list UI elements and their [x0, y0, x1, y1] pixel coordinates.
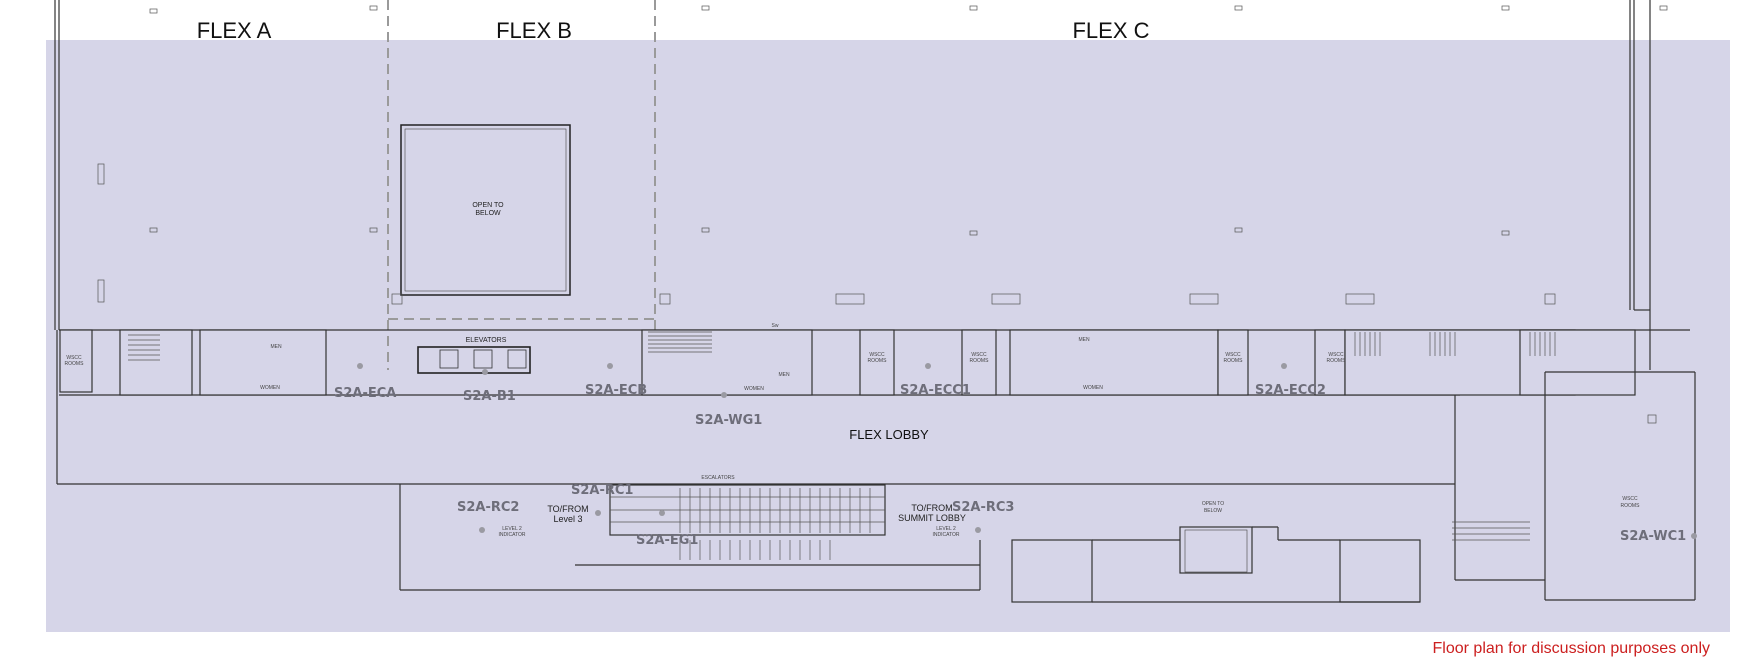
zone-label-s2a-eg1: S2A-EG1: [636, 533, 698, 548]
location-dots: [357, 363, 1697, 539]
open-to-below-label: OPEN TO: [472, 202, 504, 209]
women-label-3: WOMEN: [1083, 385, 1103, 391]
zone-label-s2a-ecc2: S2A-ECC2: [1255, 383, 1326, 398]
level-indicator-right-2: INDICATOR: [932, 532, 959, 538]
elevators-label: ELEVATORS: [466, 337, 507, 344]
wscc-label-5a: WSCC: [1328, 352, 1344, 358]
open-to-below-upper: OPEN TO BELOW: [400, 124, 571, 296]
wscc-label-2b: ROOMS: [868, 358, 888, 364]
wscc-label-6a: WSCC: [1622, 496, 1638, 502]
disclaimer: Floor plan for discussion purposes only: [1432, 640, 1710, 657]
zone-label-s2a-rc3: S2A-RC3: [952, 500, 1014, 515]
hall-title-flex-a: FLEX A: [197, 18, 272, 43]
men-label-1: MEN: [270, 344, 282, 350]
wscc-label-3b: ROOMS: [970, 358, 990, 364]
open-to-below-lower-label: OPEN TO: [1202, 501, 1224, 507]
flex-lobby-label: FLEX LOBBY: [849, 427, 929, 442]
wscc-label-1b: ROOMS: [65, 361, 85, 367]
to-from-summit-label-2: SUMMIT LOBBY: [898, 513, 966, 523]
sw-label: Sw: [772, 323, 779, 329]
women-label-2: WOMEN: [744, 386, 764, 392]
wscc-label-2a: WSCC: [869, 352, 885, 358]
wscc-label-4b: ROOMS: [1224, 358, 1244, 364]
men-label-2: MEN: [778, 372, 790, 378]
zone-label-s2a-ecb: S2A-ECB: [585, 383, 647, 398]
lobby-walls: WSCC ROOMS: [56, 330, 1696, 603]
wscc-label-6b: ROOMS: [1621, 503, 1641, 509]
wscc-label-5b: ROOMS: [1327, 358, 1347, 364]
open-to-below-label-2: BELOW: [475, 210, 501, 217]
wscc-label-3a: WSCC: [971, 352, 987, 358]
escalators: ESCALATORS: [575, 475, 980, 566]
flex-b-boundary: [387, 0, 656, 370]
zone-label-s2a-rc1: S2A-RC1: [571, 483, 633, 498]
to-from-summit-label: TO/FROM: [911, 503, 952, 513]
column-markers: [97, 5, 1668, 303]
service-core: ELEVATORS MEN WOMEN MEN WOMEN MEN WOMEN …: [59, 323, 1690, 396]
open-to-below-lower-label-2: BELOW: [1204, 508, 1222, 514]
level-indicator-right: LEVEL 2: [936, 526, 956, 532]
zone-label-s2a-b1: S2A-B1: [463, 389, 516, 404]
zone-label-s2a-rc2: S2A-RC2: [457, 500, 519, 515]
hall-title-flex-c: FLEX C: [1072, 18, 1149, 43]
to-from-level3-label-2: Level 3: [553, 514, 582, 524]
zone-label-s2a-wc1: S2A-WC1: [1620, 529, 1686, 544]
wscc-label-4a: WSCC: [1225, 352, 1241, 358]
level-indicator-left-2: INDICATOR: [498, 532, 525, 538]
open-to-below-lower: OPEN TO BELOW: [1184, 501, 1248, 573]
hall-title-flex-b: FLEX B: [496, 18, 572, 43]
escalators-label: ESCALATORS: [701, 475, 735, 481]
zone-label-s2a-wg1: S2A-WG1: [695, 413, 762, 428]
to-from-level3-label: TO/FROM: [547, 504, 588, 514]
zone-label-s2a-eca: S2A-ECA: [334, 386, 396, 401]
wscc-label-1a: WSCC: [66, 355, 82, 361]
women-label-1: WOMEN: [260, 385, 280, 391]
level-indicator-left: LEVEL 2: [502, 526, 522, 532]
men-label-3: MEN: [1078, 337, 1090, 343]
zone-label-s2a-ecc1: S2A-ECC1: [900, 383, 971, 398]
wall-fixtures: [391, 293, 1556, 305]
